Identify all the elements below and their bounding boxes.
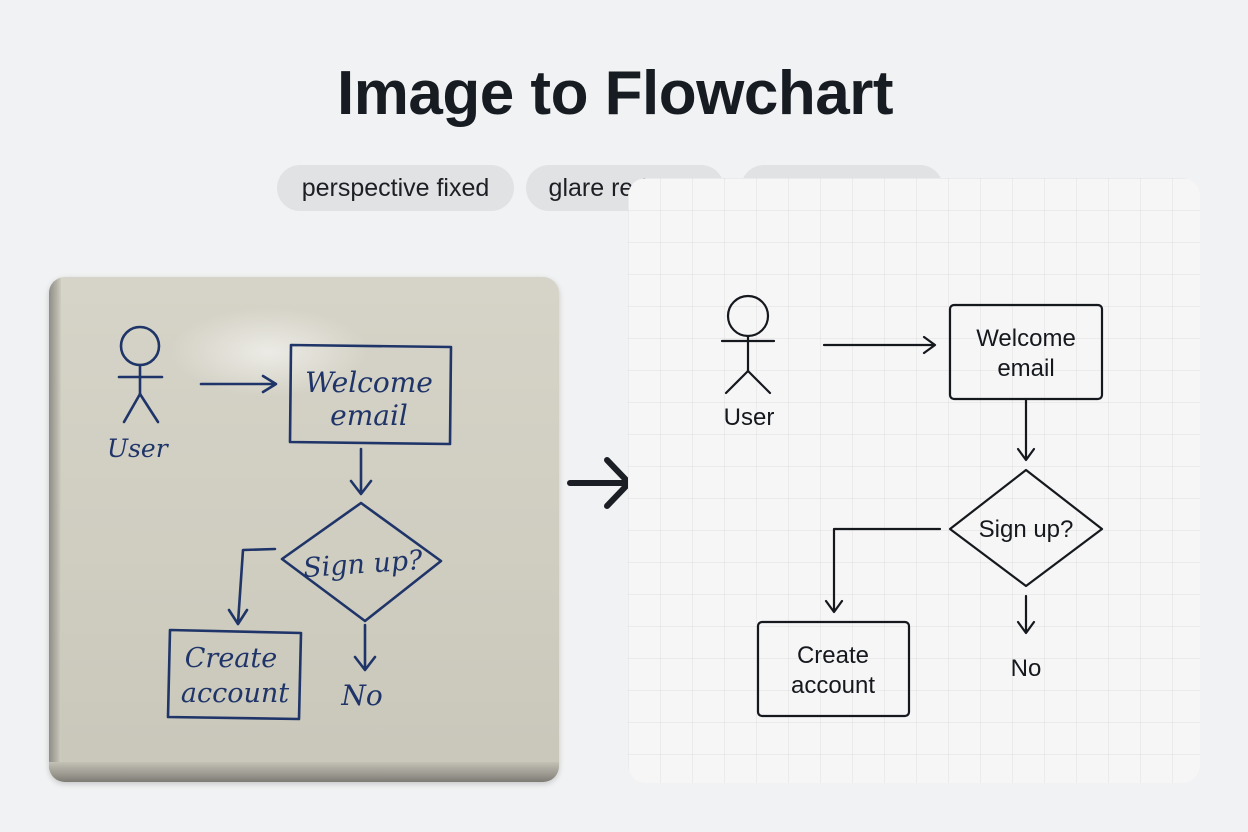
hand-no-label: No (340, 679, 382, 712)
hand-drawn-flowchart: User Welcome email Sign up? Create accou… (107, 325, 453, 721)
create-box (756, 620, 911, 718)
user-icon (720, 294, 776, 395)
welcome-line2: email (997, 355, 1054, 382)
arrow-decision-to-create (824, 527, 942, 614)
decision-label: Sign up? (979, 516, 1074, 543)
hand-welcome-line1: Welcome (305, 366, 433, 399)
arrow-user-to-welcome (822, 335, 937, 355)
hand-user-label: User (107, 434, 170, 463)
hand-create-line2: account (181, 678, 289, 709)
whiteboard-photo: User Welcome email Sign up? Create accou… (49, 277, 559, 782)
decision-diamond (948, 468, 1104, 588)
create-line1: Create (797, 642, 869, 669)
glare-highlight (169, 307, 369, 397)
hand-create-box (166, 628, 303, 721)
arrow-right-icon (567, 457, 632, 509)
welcome-line1: Welcome (976, 325, 1076, 352)
create-line2: account (791, 672, 875, 699)
hand-welcome-line2: email (330, 399, 408, 432)
page-title: Image to Flowchart (337, 59, 893, 128)
board-frame-left (49, 277, 61, 782)
arrow-welcome-to-decision (1016, 397, 1036, 462)
hand-arrow-to-decision (349, 447, 373, 496)
chip-perspective-fixed: perspective fixed (277, 165, 514, 211)
hand-arrow-to-welcome (199, 374, 278, 394)
hand-decision-diamond (280, 501, 443, 623)
no-label: No (1011, 655, 1042, 682)
welcome-box (948, 303, 1104, 401)
arrow-decision-to-no (1016, 594, 1036, 635)
hand-welcome-box (288, 343, 453, 446)
hand-arrow-to-no (353, 623, 377, 672)
hand-create-line1: Create (185, 643, 277, 674)
clean-flowchart-panel: User Welcome email Sign up? Create accou… (628, 178, 1200, 783)
hand-arrow-to-create (227, 547, 277, 626)
hand-decision-label: Sign up? (302, 545, 424, 584)
user-label: User (724, 404, 775, 431)
board-frame-bottom (49, 762, 559, 782)
clean-flowchart: User Welcome email Sign up? Create accou… (720, 294, 1104, 718)
hand-user-icon (117, 325, 164, 424)
